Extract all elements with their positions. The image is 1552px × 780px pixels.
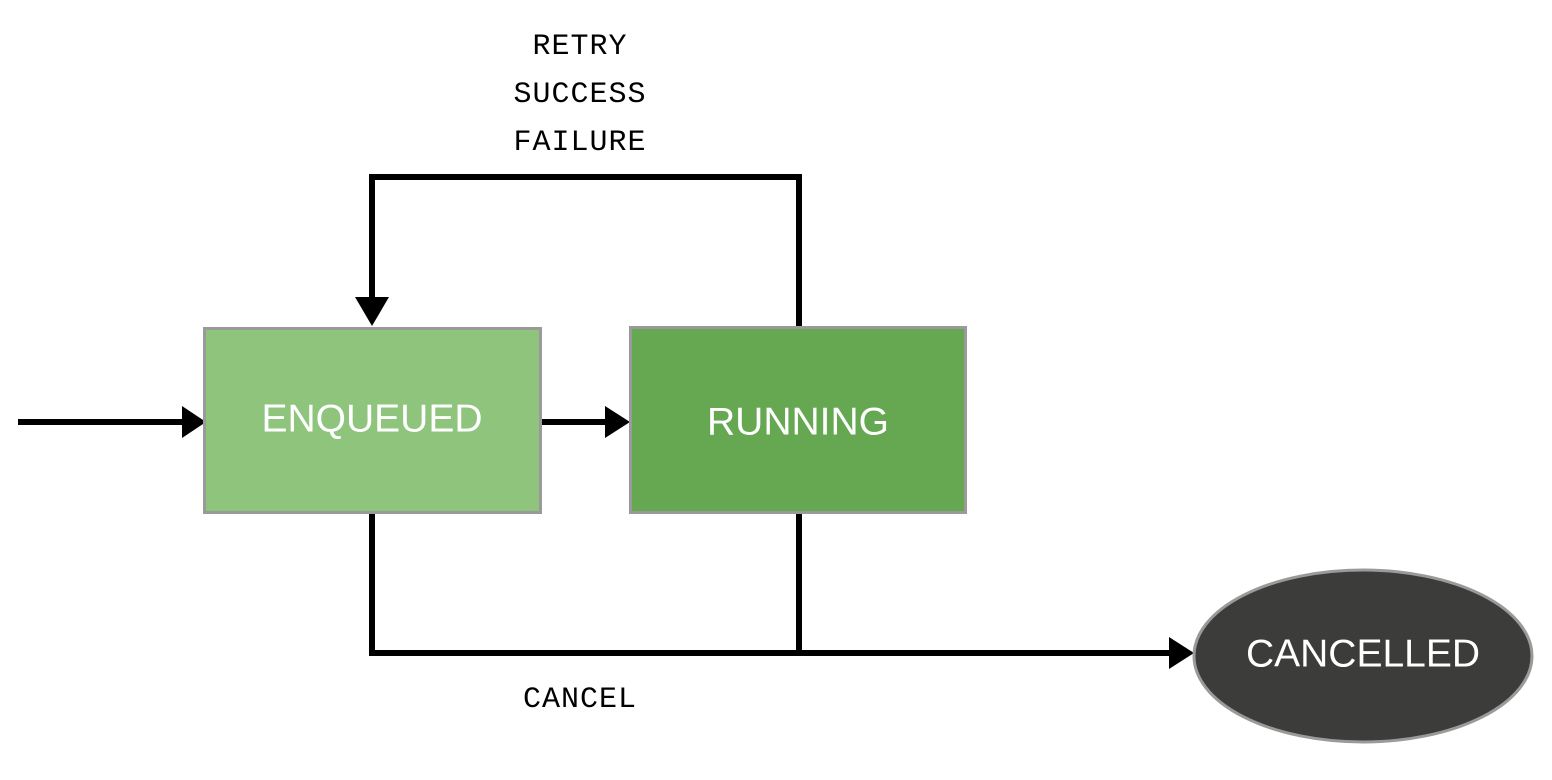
edge-enqueued-to-cancelled xyxy=(369,513,1194,669)
edge-running-to-enqueued xyxy=(355,174,802,326)
edge-label-success: SUCCESS xyxy=(513,78,646,112)
edge-enqueued-to-running-arrowhead xyxy=(605,406,630,438)
node-cancelled-label: CANCELLED xyxy=(1246,632,1480,675)
node-cancelled[interactable]: CANCELLED xyxy=(1192,568,1534,744)
node-enqueued-shape[interactable] xyxy=(203,327,542,514)
edge-running-to-enqueued-arrowhead xyxy=(355,297,389,326)
node-enqueued[interactable]: ENQUEUED xyxy=(203,327,542,514)
edge-start-to-enqueued xyxy=(18,406,206,438)
edge-label-cancel: CANCEL xyxy=(523,683,637,717)
edge-enqueued-to-cancelled-arrowhead xyxy=(1169,637,1194,669)
edge-enqueued-to-cancelled-line xyxy=(369,513,1172,656)
edge-enqueued-to-running xyxy=(541,406,630,438)
edge-start-to-enqueued-arrowhead xyxy=(182,406,206,438)
node-running-shape[interactable] xyxy=(629,326,967,514)
node-running-label: RUNNING xyxy=(707,400,889,443)
node-cancelled-shape[interactable] xyxy=(1192,568,1534,744)
edge-label-retry: RETRY xyxy=(532,30,627,64)
node-enqueued-label: ENQUEUED xyxy=(261,397,482,440)
edge-running-to-enqueued-line xyxy=(369,174,802,326)
node-running[interactable]: RUNNING xyxy=(629,326,967,514)
edge-label-failure: FAILURE xyxy=(513,126,646,160)
